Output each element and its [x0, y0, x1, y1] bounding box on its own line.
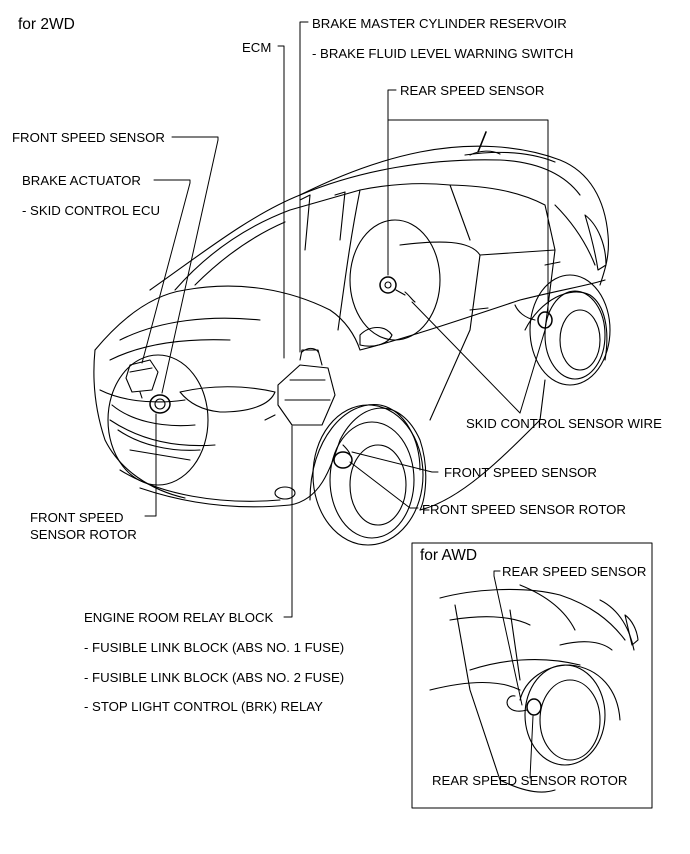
awd-rear-speed-sensor-label: REAR SPEED SENSOR: [502, 564, 647, 579]
stop-light-relay-label: - STOP LIGHT CONTROL (BRK) RELAY: [84, 699, 323, 714]
awd-rear-speed-sensor-rotor-label: REAR SPEED SENSOR ROTOR: [432, 773, 628, 788]
fusible-link-abs1-label: - FUSIBLE LINK BLOCK (ABS NO. 1 FUSE): [84, 640, 345, 655]
engine-relay-block-shape: [264, 347, 336, 426]
skid-control-ecu-label: - SKID CONTROL ECU: [22, 203, 160, 218]
rear-right-speed-sensor: [514, 304, 553, 329]
front-speed-sensor-rotor-left-line2: SENSOR ROTOR: [30, 527, 137, 542]
variant-awd-label: for AWD: [420, 547, 478, 564]
rear-speed-sensor-label: REAR SPEED SENSOR: [400, 83, 545, 98]
brake-actuator-label: BRAKE ACTUATOR: [22, 173, 141, 188]
awd-inset-frame: [411, 542, 653, 809]
awd-car-illustration: [429, 584, 639, 793]
front-speed-sensor-rotor-left-line1: FRONT SPEED: [30, 510, 124, 525]
engine-room-relay-block-label: ENGINE ROOM RELAY BLOCK: [84, 610, 274, 625]
skid-control-sensor-wire-label: SKID CONTROL SENSOR WIRE: [466, 416, 662, 431]
front-speed-sensor-right-label: FRONT SPEED SENSOR: [444, 465, 597, 480]
front-right-speed-sensor: [333, 444, 353, 469]
front-speed-sensor-left-label: FRONT SPEED SENSOR: [12, 130, 165, 145]
front-speed-sensor-rotor-right-label: FRONT SPEED SENSOR ROTOR: [422, 502, 626, 517]
front-left-speed-sensor-rotor: [149, 394, 171, 414]
leader-lines: [141, 21, 549, 618]
awd-leader-lines: [493, 570, 534, 779]
brake-fluid-level-warning-switch-label: - BRAKE FLUID LEVEL WARNING SWITCH: [312, 46, 574, 61]
ecm-label: ECM: [242, 40, 272, 55]
rear-left-speed-sensor: [379, 276, 416, 303]
fusible-link-abs2-label: - FUSIBLE LINK BLOCK (ABS NO. 2 FUSE): [84, 670, 345, 685]
brake-actuator-shape: [125, 359, 159, 399]
car-body-outline: [93, 131, 611, 546]
variant-2wd-label: for 2WD: [18, 16, 75, 33]
brake-master-cylinder-reservoir-label: BRAKE MASTER CYLINDER RESERVOIR: [312, 16, 567, 31]
